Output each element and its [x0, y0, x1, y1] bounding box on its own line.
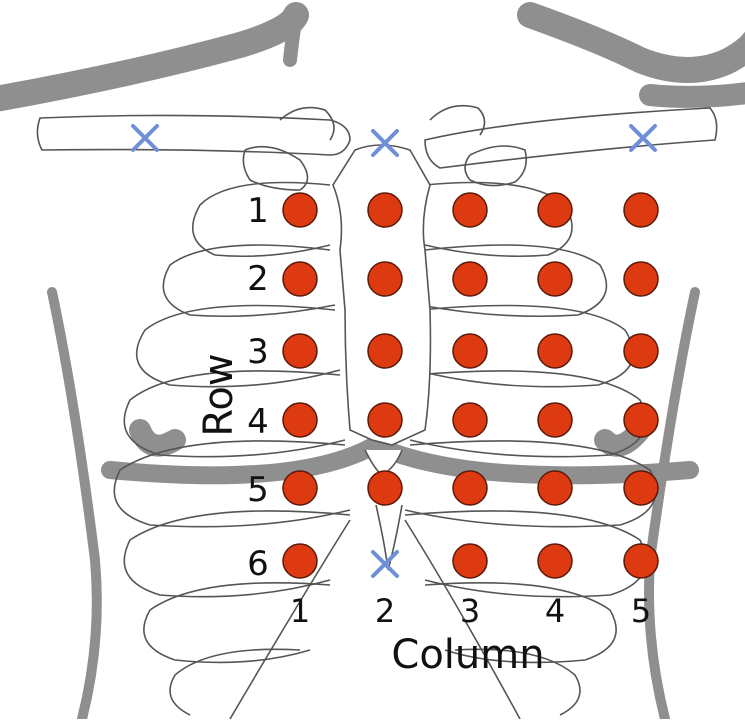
- left-clavicle: [37, 115, 350, 155]
- row-label-3: 3: [247, 332, 269, 372]
- electrode-r1-c1: [283, 193, 317, 227]
- xiphoid-marker: [373, 552, 397, 576]
- electrode-r4-c3: [453, 403, 487, 437]
- column-label-1: 1: [290, 592, 310, 630]
- electrode-r3-c3: [453, 334, 487, 368]
- electrode-r4-c5: [624, 403, 658, 437]
- electrode-r5-c5: [624, 471, 658, 505]
- electrode-r2-c3: [453, 262, 487, 296]
- row-label-5: 5: [247, 470, 269, 510]
- column-label-2: 2: [375, 592, 395, 630]
- column-labels: 1 2 3 4 5: [290, 592, 651, 630]
- electrode-r4-c2: [368, 403, 402, 437]
- row-label-2: 2: [247, 259, 269, 299]
- right-clavicle: [425, 108, 717, 168]
- electrode-r6-c1: [283, 544, 317, 578]
- electrode-r6-c4: [538, 544, 572, 578]
- electrode-r1-c3: [453, 193, 487, 227]
- electrode-r4-c1: [283, 403, 317, 437]
- column-axis-label: Column: [391, 632, 544, 678]
- electrode-grid: [283, 193, 658, 578]
- column-label-4: 4: [545, 592, 565, 630]
- column-label-3: 3: [460, 592, 480, 630]
- row-axis-label: Row: [196, 353, 242, 436]
- electrode-r1-c4: [538, 193, 572, 227]
- electrode-r3-c2: [368, 334, 402, 368]
- electrode-r2-c2: [368, 262, 402, 296]
- row-label-1: 1: [247, 191, 269, 231]
- electrode-r2-c1: [283, 262, 317, 296]
- electrode-r4-c4: [538, 403, 572, 437]
- electrode-r5-c2: [368, 471, 402, 505]
- electrode-r6-c5: [624, 544, 658, 578]
- row-label-6: 6: [247, 544, 269, 584]
- electrode-r5-c1: [283, 471, 317, 505]
- row-label-4: 4: [247, 402, 269, 442]
- electrode-r6-c3: [453, 544, 487, 578]
- electrode-r3-c5: [624, 334, 658, 368]
- electrode-r2-c5: [624, 262, 658, 296]
- electrode-r3-c1: [283, 334, 317, 368]
- electrode-r2-c4: [538, 262, 572, 296]
- electrode-r1-c2: [368, 193, 402, 227]
- electrode-r1-c5: [624, 193, 658, 227]
- electrode-r3-c4: [538, 334, 572, 368]
- electrode-r5-c3: [453, 471, 487, 505]
- column-label-5: 5: [631, 592, 651, 630]
- electrode-r5-c4: [538, 471, 572, 505]
